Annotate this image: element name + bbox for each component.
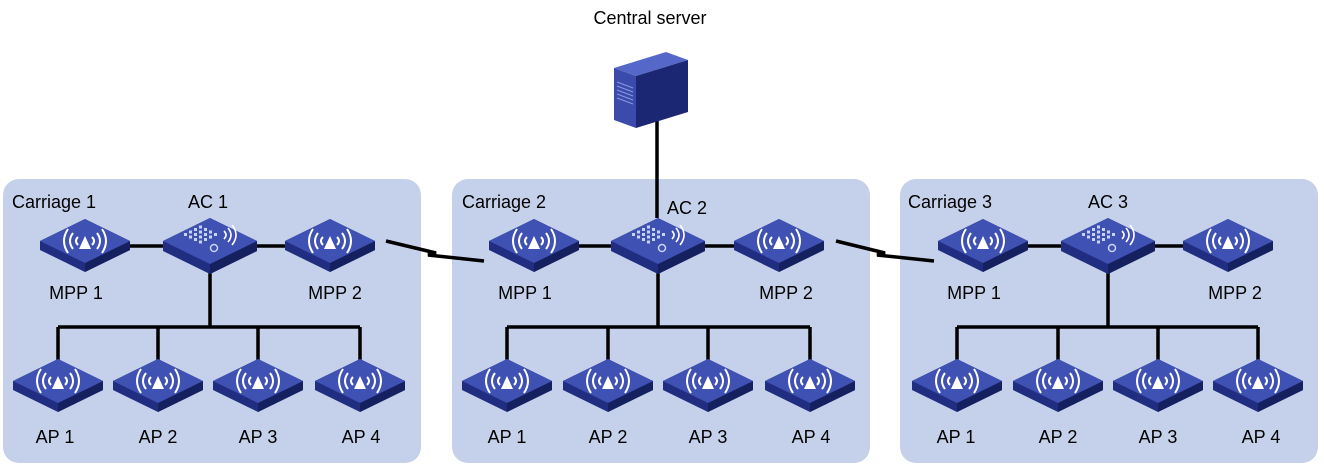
carriage-title: Carriage 3 [908,192,992,212]
carriage-title: Carriage 2 [462,192,546,212]
mpp-1-label: MPP 1 [947,283,1001,303]
lightning-link-icon [385,239,485,263]
ap-2-label: AP 2 [589,427,628,447]
ac-label: AC 1 [188,192,228,212]
mpp-1-label: MPP 1 [49,283,103,303]
ap-1-label: AP 1 [488,427,527,447]
mpp-1-label: MPP 1 [498,283,552,303]
mpp-2-label: MPP 2 [1208,283,1262,303]
ap-4-label: AP 4 [342,427,381,447]
carriage-title: Carriage 1 [12,192,96,212]
server-label: Central server [593,8,706,28]
ap-3-label: AP 3 [1139,427,1178,447]
ap-4-label: AP 4 [1242,427,1281,447]
server-tower-icon [614,52,688,128]
ap-3-label: AP 3 [239,427,278,447]
lightning-link-icon [835,239,935,263]
ap-2-label: AP 2 [139,427,178,447]
mpp-2-label: MPP 2 [759,283,813,303]
ap-2-label: AP 2 [1039,427,1078,447]
ap-4-label: AP 4 [792,427,831,447]
ap-1-label: AP 1 [36,427,75,447]
ac-label: AC 2 [667,198,707,218]
ap-3-label: AP 3 [689,427,728,447]
ac-label: AC 3 [1088,192,1128,212]
ap-1-label: AP 1 [937,427,976,447]
mpp-2-label: MPP 2 [308,283,362,303]
